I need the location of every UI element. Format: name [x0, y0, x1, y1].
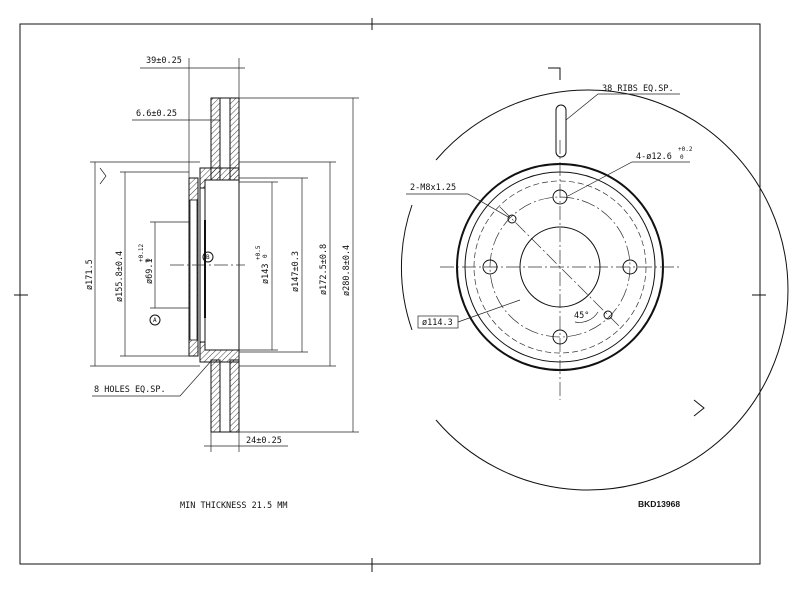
bolt-hole-right — [622, 259, 638, 275]
disc-plate-right-lower — [229, 359, 240, 433]
ribs-leader — [565, 93, 680, 121]
dim-155-label: ø155.8±0.4 — [115, 251, 125, 302]
hat-wall-lower — [199, 341, 240, 363]
marker-b-circle — [202, 251, 214, 263]
bolt-tol-top: +0.2 — [678, 146, 693, 153]
thread-hole-2 — [603, 310, 613, 320]
section-arrow-top — [548, 67, 561, 80]
part-number-label: BKD13968 — [638, 499, 680, 509]
hat-wall-upper — [199, 167, 240, 189]
threads-leader — [406, 193, 511, 219]
corner-mark — [99, 167, 107, 185]
marker-a-label: A — [153, 317, 157, 324]
dim-24-label: 24±0.25 — [246, 436, 282, 446]
dim-6-6-label: 6.6±0.25 — [136, 109, 177, 119]
bolt-tol-bottom: 0 — [680, 154, 684, 161]
dim-171-label: ø171.5 — [85, 259, 95, 290]
rib-slot — [555, 104, 567, 158]
bolt-holes-leader — [567, 161, 690, 197]
angle-label: 45° — [574, 311, 589, 321]
angle-arc — [574, 311, 599, 323]
holes-leader — [92, 359, 213, 397]
dim-147-label: ø147±0.3 — [291, 251, 301, 292]
holes-label: 8 HOLES EQ.SP. — [94, 385, 166, 395]
bolt-hole-top — [552, 189, 568, 205]
front-view: 38 RIBS EQ.SP. 4-ø12.6 +0.2 0 2-M8x1.25 … — [400, 67, 789, 491]
threads-label: 2-M8x1.25 — [410, 183, 456, 193]
frame-border — [19, 23, 761, 565]
bolt-hole-left — [482, 259, 498, 275]
dim-143-label: ø143 — [261, 264, 271, 284]
disc-plate-left-lower — [210, 359, 221, 433]
dim-280-label: ø280.8±0.4 — [342, 245, 352, 296]
dim-143-tol-top: +0.5 — [255, 245, 262, 260]
marker-b-label: B — [206, 254, 210, 261]
dim-69-tol-top: +0.12 — [138, 244, 145, 262]
disc-outer-arc-left — [400, 204, 413, 331]
front-center-diagonal — [499, 206, 621, 328]
bolt-holes-label: 4-ø12.6 — [636, 152, 672, 162]
pcd-box — [417, 315, 459, 329]
marker-a-circle — [149, 314, 161, 326]
min-thickness-label: MIN THICKNESS 21.5 MM — [180, 501, 287, 511]
hub-center-gap — [189, 199, 198, 341]
dim-69-tol-bottom: 0 — [145, 258, 152, 262]
pcd-label: ø114.3 — [422, 318, 453, 328]
dim-39-label: 39±0.25 — [146, 56, 182, 66]
ribs-label: 38 RIBS EQ.SP. — [602, 84, 674, 94]
section-arrow-right — [693, 399, 705, 417]
disc-outer-arc — [435, 89, 789, 491]
dim-69-label: ø69.1 — [145, 258, 155, 284]
dim-172-label: ø172.5±0.8 — [319, 244, 329, 295]
dim-143-tol-bottom: 0 — [262, 254, 269, 258]
pcd-leader — [457, 299, 521, 323]
section-view: 39±0.25 6.6±0.25 24±0.25 ø171.5 ø155.8±0… — [85, 56, 359, 452]
bolt-hole-bottom — [552, 329, 568, 345]
thread-hole-1 — [507, 214, 517, 224]
